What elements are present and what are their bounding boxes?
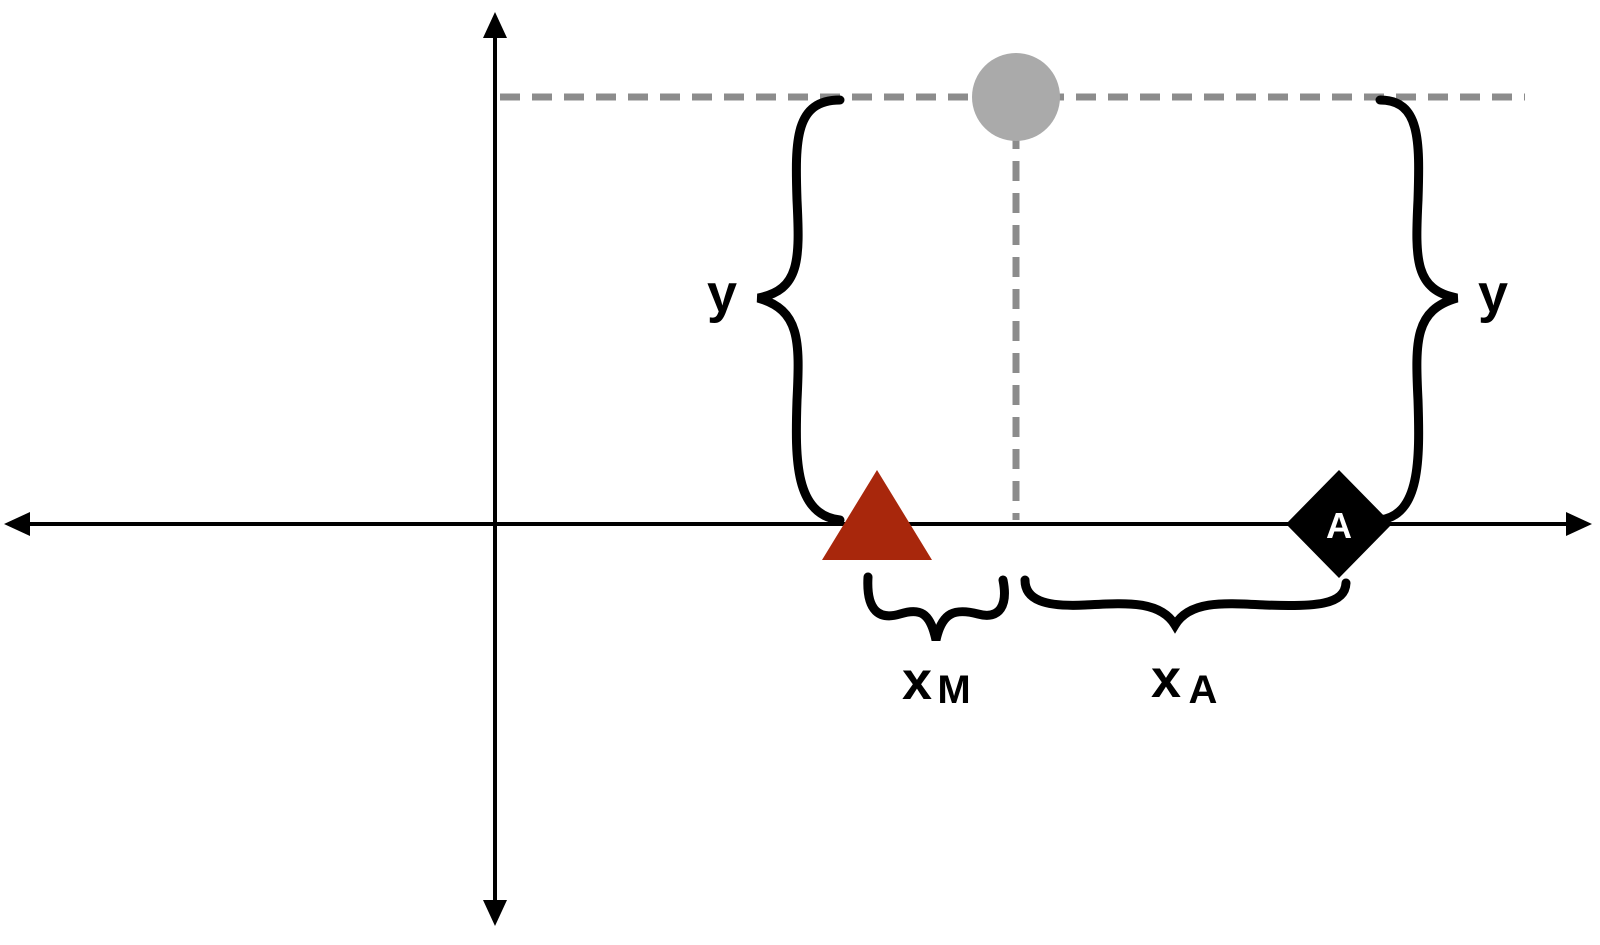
label-y-right: y — [1478, 264, 1508, 324]
diamond-marker-a: A — [1286, 470, 1392, 578]
y-axis — [483, 12, 507, 926]
x-a-brace — [1020, 575, 1351, 634]
y-axis-top-arrow-icon — [483, 12, 507, 38]
label-y-left: y — [707, 264, 737, 324]
x-axis-right-arrow-icon — [1566, 512, 1592, 536]
label-x-a-subscript: A — [1189, 668, 1218, 712]
label-x-m-subscript: M — [937, 668, 970, 712]
diamond-marker-label: A — [1326, 505, 1352, 546]
red-triangle-marker — [822, 470, 932, 560]
x-axis-left-arrow-icon — [4, 512, 30, 536]
label-x-m-main: x — [902, 651, 932, 711]
label-x-a-main: x — [1151, 649, 1181, 709]
label-x-a: x A — [1151, 649, 1217, 712]
x-m-brace — [863, 572, 1009, 642]
gray-circle-marker — [972, 53, 1060, 141]
left-vertical-brace — [756, 95, 845, 525]
y-axis-bottom-arrow-icon — [483, 900, 507, 926]
black-diamond-marker — [1286, 470, 1392, 578]
label-x-m: x M — [902, 651, 971, 712]
right-vertical-brace — [1375, 95, 1459, 525]
